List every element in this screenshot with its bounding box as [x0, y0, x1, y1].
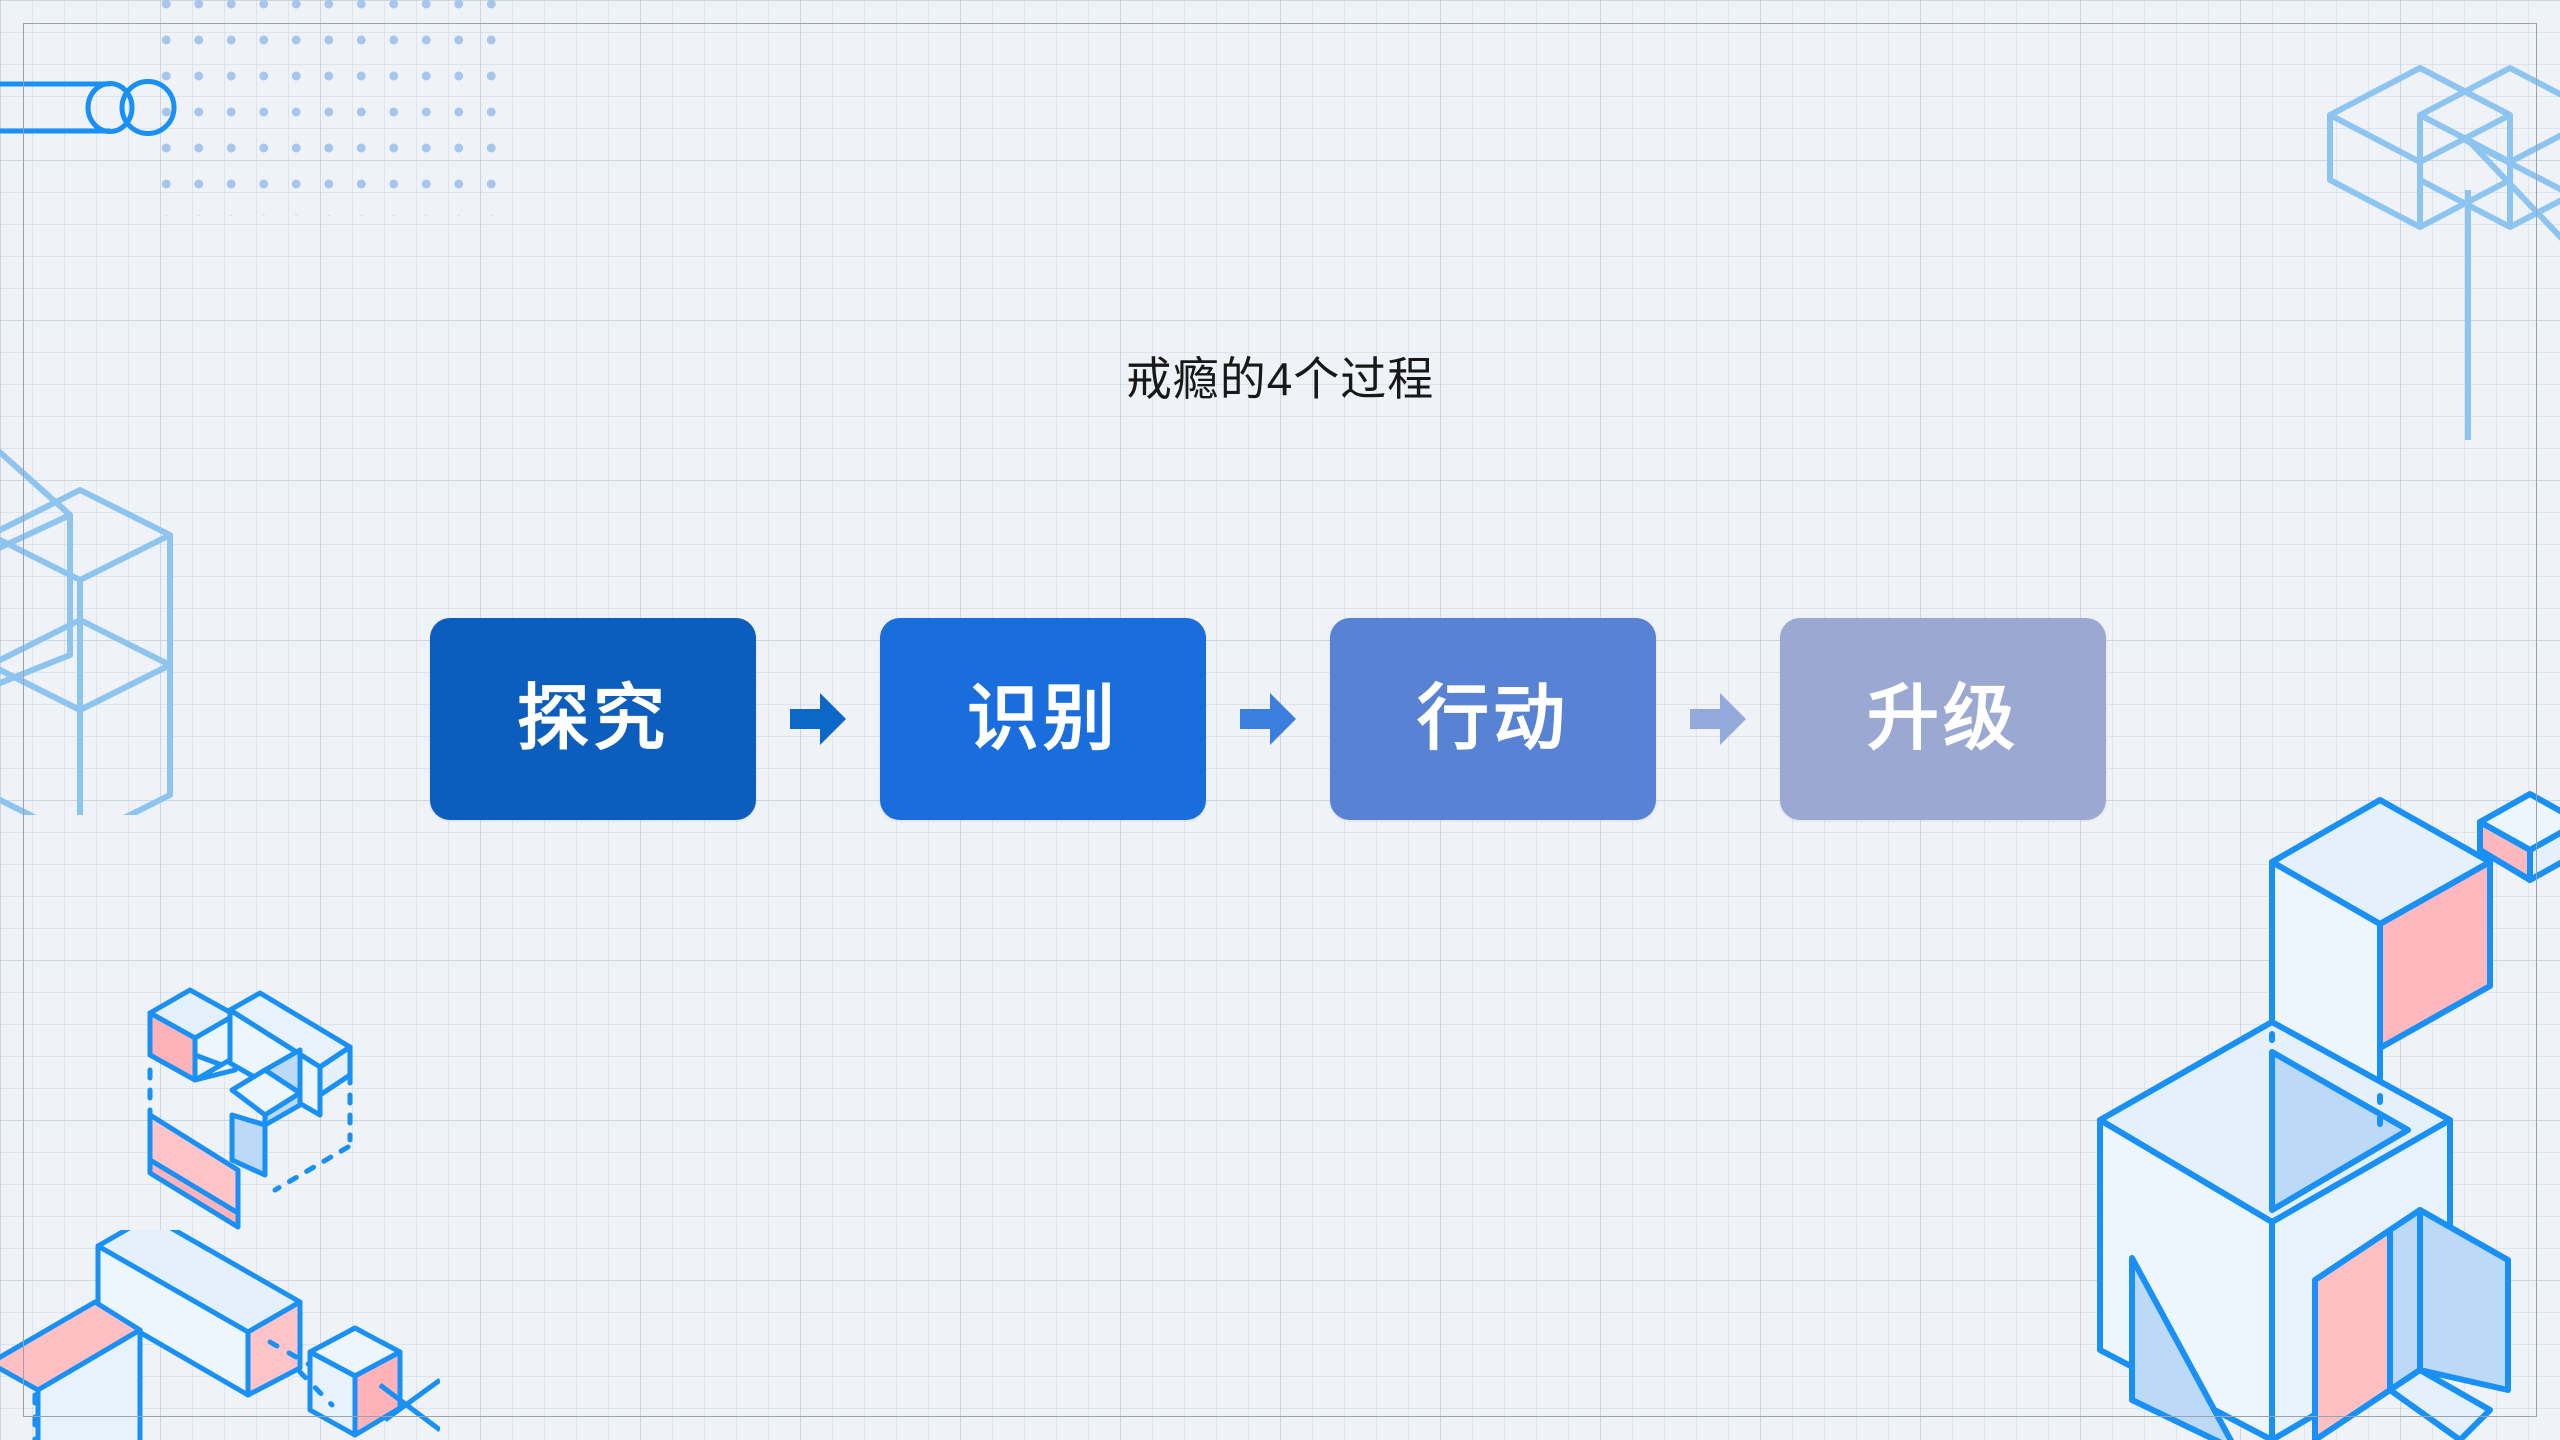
- isometric-beam-shape: [0, 1230, 440, 1440]
- arrow-right-icon: [1690, 693, 1746, 745]
- isometric-cube-outline-left: [0, 448, 173, 815]
- dot-matrix-pattern: [150, 0, 510, 216]
- process-step-1[interactable]: 探究: [430, 618, 756, 820]
- page-title: 戒瘾的4个过程: [1125, 353, 1435, 405]
- process-arrow-2: [1206, 687, 1330, 751]
- cylinder-shape: [0, 79, 177, 136]
- isometric-stair-shape: [147, 987, 353, 1230]
- process-step-3-label: 行动: [1416, 679, 1569, 759]
- arrow-right-icon: [790, 693, 846, 745]
- process-flow: 探究 识别 行动 升级: [430, 618, 2106, 820]
- process-step-2[interactable]: 识别: [880, 618, 1206, 820]
- process-step-1-label: 探究: [516, 679, 669, 759]
- process-step-4[interactable]: 升级: [1780, 618, 2106, 820]
- process-arrow-3: [1656, 687, 1780, 751]
- process-step-4-label: 升级: [1866, 679, 2019, 759]
- process-step-3[interactable]: 行动: [1330, 618, 1656, 820]
- arrow-right-icon: [1240, 693, 1296, 745]
- process-arrow-1: [756, 687, 880, 751]
- process-step-2-label: 识别: [966, 679, 1119, 759]
- isometric-cube-stack: [2097, 791, 2560, 1440]
